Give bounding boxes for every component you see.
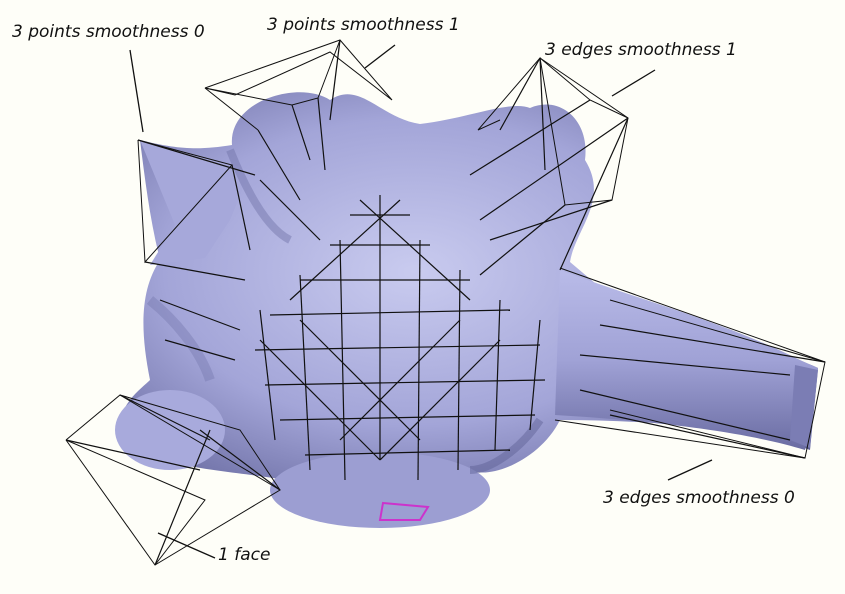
label-3-points-smoothness-1: 3 points smoothness 1 (267, 15, 460, 35)
label-3-edges-smoothness-0: 3 edges smoothness 0 (603, 488, 795, 508)
label-3-edges-smoothness-1: 3 edges smoothness 1 (545, 40, 737, 60)
label-3-points-smoothness-0: 3 points smoothness 0 (12, 22, 205, 42)
arm-end-cap (790, 365, 818, 448)
tube-arm (555, 270, 818, 450)
smooth-surface (121, 92, 818, 520)
label-1-face: 1 face (218, 545, 270, 565)
